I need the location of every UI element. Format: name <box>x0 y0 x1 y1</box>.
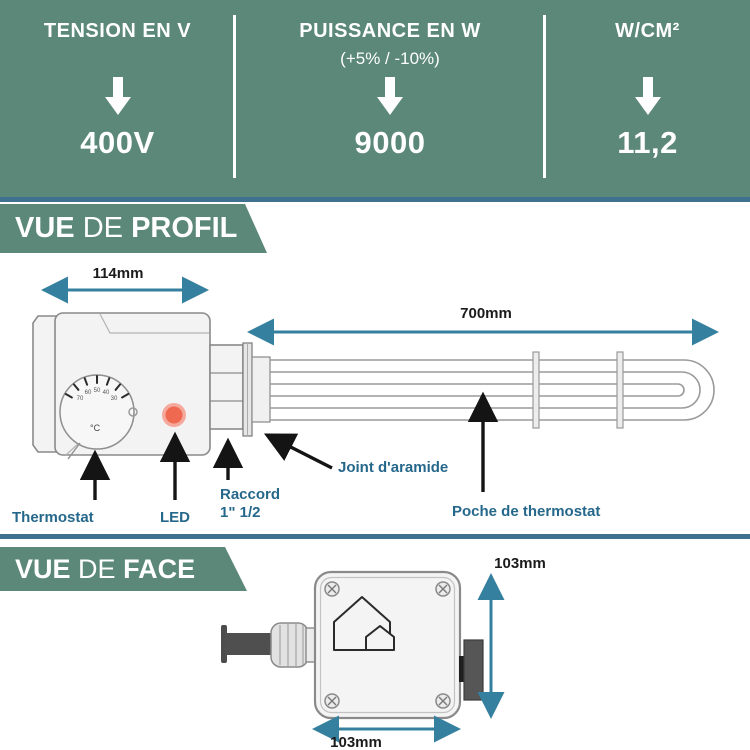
element-loop <box>632 359 715 421</box>
dial-number: 30 <box>111 396 118 402</box>
thread-collar <box>251 356 271 423</box>
joint-aramide-label: Joint d'aramide <box>338 459 448 476</box>
dial-unit-label: °C <box>90 423 101 433</box>
raccord-label-line1: Raccord <box>220 486 280 503</box>
down-arrow-icon <box>0 77 235 117</box>
heating-element-tubes <box>270 359 715 421</box>
banner-word: FACE <box>123 554 196 584</box>
banner-word: VUE <box>15 212 75 244</box>
banner-word: PROFIL <box>131 212 238 244</box>
spec-column-puissance: PUISSANCE EN W (+5% / -10%) 9000 <box>235 0 545 197</box>
spec-title: PUISSANCE EN W <box>299 20 481 42</box>
face-view-section: VUE DE FACE <box>0 539 750 750</box>
dial-pointer <box>67 442 81 460</box>
spec-subtitle: (+5% / -10%) <box>340 49 440 68</box>
hex-fitting <box>209 344 244 430</box>
profile-diagram: 114mm 700mm 70 60 <box>12 265 719 526</box>
poche-thermostat-label: Poche de thermostat <box>452 503 600 520</box>
spec-subtitle <box>545 49 750 75</box>
tube-spacer-bracket <box>616 351 624 429</box>
raccord-label-line2: 1" 1/2 <box>220 504 260 521</box>
section-divider-line <box>0 197 750 202</box>
housing-panel-line <box>99 313 209 334</box>
screw-icon <box>435 581 451 597</box>
dial-number: 70 <box>77 396 84 402</box>
screw-icon <box>435 693 451 709</box>
column-divider <box>233 15 236 178</box>
spec-header: TENSION EN V 400V PUISSANCE EN W (+5% / … <box>0 0 750 197</box>
screw-icon <box>324 581 340 597</box>
housing-screw <box>128 407 138 417</box>
side-knob <box>463 639 484 701</box>
led-indicator <box>165 406 183 424</box>
spec-subtitle <box>0 49 235 75</box>
spec-value: 9000 <box>354 125 426 160</box>
dial-number: 50 <box>94 388 101 394</box>
down-arrow-icon <box>235 77 545 117</box>
junction-box-inner-line <box>319 576 456 714</box>
thermostat-dial <box>59 374 135 450</box>
element-loop <box>632 371 701 409</box>
profile-view-section: VUE DE PROFIL 114mm 700mm <box>0 202 750 534</box>
gland-ribs <box>279 624 304 666</box>
spec-column-tension: TENSION EN V 400V <box>0 0 235 197</box>
dim-700mm-label: 700mm <box>460 305 512 322</box>
dial-number: 40 <box>103 390 110 396</box>
profile-section-banner: VUE DE PROFIL <box>0 204 267 253</box>
down-arrow-icon <box>545 77 750 117</box>
thermostat-label: Thermostat <box>12 509 94 526</box>
spec-value: 400V <box>80 125 155 160</box>
dim-103mm-height-label: 103mm <box>494 555 546 572</box>
dial-tick-marks <box>64 375 130 399</box>
spec-title: W/CM² <box>615 20 680 42</box>
banner-word: DE <box>78 554 116 584</box>
screw-icon <box>324 693 340 709</box>
spec-title: TENSION EN V <box>43 20 192 42</box>
dim-114mm-label: 114mm <box>93 265 144 282</box>
dial-scale-numbers: 70 60 50 40 30 <box>77 388 118 402</box>
face-diagram: 103mm 103mm <box>221 555 546 750</box>
dim-103mm-width-label: 103mm <box>330 734 382 750</box>
face-section-banner: VUE DE FACE <box>0 547 247 591</box>
banner-word: DE <box>82 212 123 244</box>
knob-tab <box>459 656 465 682</box>
led-label: LED <box>160 509 190 526</box>
column-divider <box>543 15 546 178</box>
house-logo-icon <box>333 596 395 651</box>
joint-callout-arrow <box>263 433 333 470</box>
tube-spacer-bracket <box>532 351 540 429</box>
element-loop <box>632 383 685 397</box>
corner-screws <box>324 581 451 709</box>
banner-word: VUE <box>15 554 71 584</box>
spec-column-wcm2: W/CM² 11,2 <box>545 0 750 197</box>
section-divider-line <box>0 534 750 539</box>
dial-number: 60 <box>85 390 92 396</box>
spec-value: 11,2 <box>617 125 678 160</box>
power-cable <box>225 633 272 655</box>
